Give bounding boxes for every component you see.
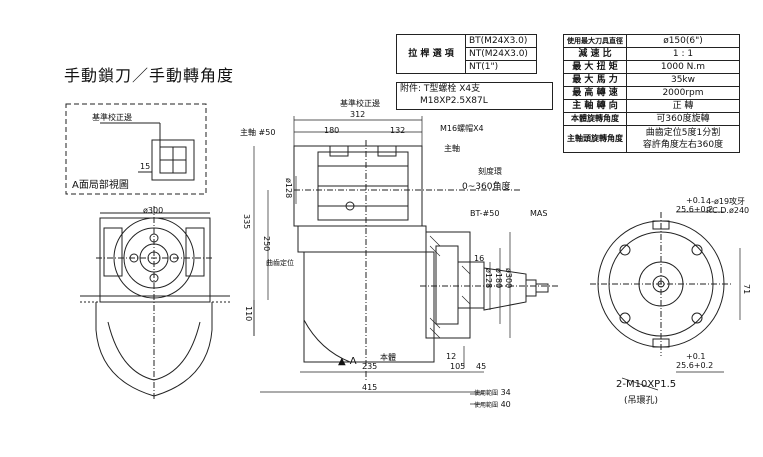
dim-dia-300: ø300: [504, 268, 513, 289]
dim-40: 使用範圍 40: [474, 400, 511, 409]
dim-12: 12: [446, 352, 457, 361]
pcd-label: P.C.D.ø240: [706, 206, 750, 215]
detail-ref-surface-label: 基準校正邊: [92, 113, 132, 122]
detail-caption: A面局部視圖: [72, 180, 129, 191]
detail-dim-15: 15: [140, 162, 151, 171]
bolt-label: M16螺帽X4: [440, 124, 484, 133]
tolerance-bottom: +0.1: [686, 352, 706, 361]
lifting-hole-label: (吊環孔): [624, 396, 659, 406]
angle-range-label: 0~360角度: [462, 182, 511, 192]
accessory-line-1: 附件: T型螺栓 X4支: [400, 84, 481, 94]
dim-40-value: 40: [500, 400, 511, 409]
dim-dia-180: ø180: [494, 268, 503, 289]
curved-tooth-position-label: 曲齒定位: [266, 259, 294, 267]
dim-105: 105: [450, 362, 466, 371]
dim-dia-128: ø128: [484, 268, 493, 289]
tolerance-top: +0.1: [686, 196, 706, 205]
side-ref-surface-label: 基準校正邊: [340, 99, 380, 108]
dim-312: 312: [350, 110, 366, 119]
spindle-label-2: 主軸: [444, 144, 460, 153]
spec-value-multi: 曲齒定位5度1分割容許角度左右360度: [626, 125, 740, 153]
top-view: [80, 206, 230, 400]
dim-40-label: 使用範圍: [474, 402, 499, 409]
side-view-hatch: [429, 235, 471, 339]
side-view: [293, 140, 560, 380]
accessory-line-2: M18XP2.5X87L: [420, 96, 488, 106]
spec-value: 曲齒定位5度1分割: [645, 128, 721, 138]
dim-335: 335: [242, 214, 251, 230]
spindle-label: 主軸 #50: [240, 127, 275, 138]
side-view-dimensions: [253, 116, 511, 405]
page-title: 手動鎖刀／手動轉角度: [64, 66, 235, 85]
dim-16: 16: [474, 254, 485, 263]
spec-value: 容許角度左右360度: [642, 140, 724, 150]
keyway-bottom: 25.6+0.2: [676, 361, 714, 370]
mounting-holes-label: 4-ø19攻牙: [706, 197, 746, 206]
bt50-label: BT-#50: [470, 209, 500, 218]
accessory-box: 附件: T型螺栓 X4支 M18XP2.5X87L: [396, 82, 553, 110]
dim-34: 使用範圍 34: [474, 388, 511, 397]
spec-key: 主軸頭旋轉角度: [563, 125, 627, 153]
front-view: [590, 211, 741, 391]
dim-132: 132: [390, 126, 406, 135]
detail-view-a: [65, 103, 207, 195]
dim-250: 250: [262, 236, 271, 252]
lifting-thread-label: 2-M10XP1.5: [616, 379, 677, 390]
dim-34-value: 34: [500, 388, 511, 397]
shank-label: 拉 桿 選 項: [396, 34, 466, 74]
shank-option: NT(1"): [465, 60, 537, 74]
top-view-dia-300: ø300: [143, 206, 164, 215]
dim-235: 235: [362, 362, 378, 371]
spindle-bore: #50: [258, 128, 276, 137]
dim-71: 71: [742, 284, 751, 295]
shank-options-table: 拉 桿 選 項 BT(M24X3.0) NT(M24X3.0) NT(1"): [396, 34, 537, 74]
dim-128-vertical: ø128: [284, 178, 293, 199]
mas-label: MAS: [530, 209, 548, 218]
dim-415: 415: [362, 383, 378, 392]
view-arrow-a: ▲A: [338, 356, 357, 367]
dim-110: 110: [244, 306, 253, 322]
scale-ring-label: 刻度環: [478, 167, 502, 176]
view-arrow-a-letter: A: [349, 356, 357, 367]
dim-45: 45: [476, 362, 487, 371]
spindle-text: 主軸: [240, 128, 256, 137]
keyway-top: 25.6+0.2: [676, 205, 714, 214]
dim-180: 180: [324, 126, 340, 135]
dim-34-label: 使用範圍: [474, 390, 499, 397]
body-label: 本體: [380, 353, 396, 362]
